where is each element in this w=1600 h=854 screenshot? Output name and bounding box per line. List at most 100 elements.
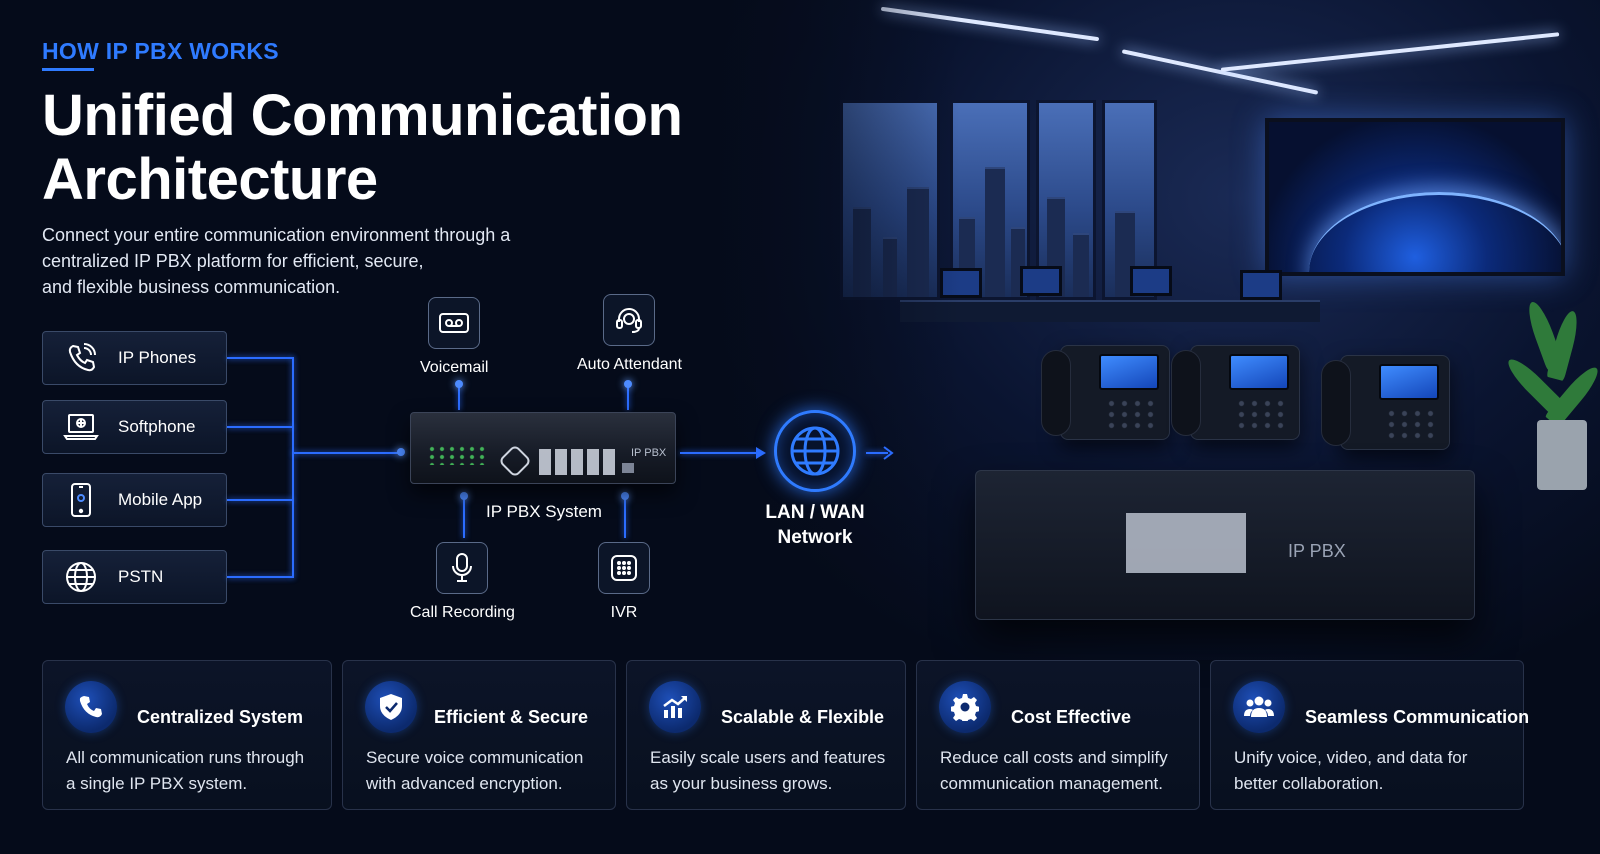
subtitle-line: and flexible business communication.	[42, 277, 341, 297]
feature-description-line: All communication runs through	[66, 748, 305, 767]
feature-description-line: Reduce call costs and simplify	[940, 748, 1168, 767]
growth-chart-icon	[649, 681, 701, 733]
connector-node	[455, 380, 463, 388]
feature-description: Secure voice communication with advanced…	[366, 745, 636, 797]
network-globe-icon	[774, 410, 856, 492]
page-title: Unified Communication Architecture	[42, 84, 722, 212]
feature-card-cost: Cost Effective Reduce call costs and sim…	[916, 660, 1200, 810]
phone-icon	[43, 342, 118, 374]
feature-card-secure: Efficient & Secure Secure voice communic…	[342, 660, 616, 810]
feature-description-line: as your business grows.	[650, 774, 833, 793]
endpoint-label: Mobile App	[118, 490, 203, 509]
feature-title: Cost Effective	[1011, 707, 1132, 727]
feature-card-centralized: Centralized System All communication run…	[42, 660, 332, 810]
endpoint-label: Softphone	[118, 417, 196, 436]
service-ivr: IVR	[598, 542, 650, 622]
connector-line	[227, 576, 293, 578]
feature-card-seamless: Seamless Communication Unify voice, vide…	[1210, 660, 1529, 810]
shield-icon	[365, 681, 417, 733]
network-label-line: LAN / WAN	[765, 502, 865, 523]
connector-line	[463, 496, 465, 538]
service-auto-attendant: Auto Attendant	[577, 294, 682, 374]
desk-monitor	[1020, 266, 1062, 296]
keypad-icon	[598, 542, 650, 594]
desk-monitor	[1240, 270, 1282, 300]
users-icon	[1233, 681, 1285, 733]
endpoint-softphone: Softphone	[42, 400, 227, 454]
arrow-right-icon	[880, 445, 896, 466]
gear-icon	[939, 681, 991, 733]
feature-title: Centralized System	[137, 707, 304, 727]
subtitle-line: Connect your entire communication enviro…	[42, 225, 511, 245]
feature-description-line: better collaboration.	[1234, 774, 1384, 793]
connector-line	[627, 384, 629, 410]
service-label: Auto Attendant	[577, 356, 682, 373]
arrow-right-icon	[756, 447, 766, 459]
feature-description: Reduce call costs and simplify communica…	[940, 745, 1210, 797]
wall-display	[1265, 118, 1565, 276]
endpoint-label: IP Phones	[118, 348, 197, 367]
voicemail-icon	[428, 297, 481, 349]
connector-line	[292, 357, 294, 578]
feature-description: Easily scale users and features as your …	[650, 745, 920, 797]
feature-description-line: Unify voice, video, and data for	[1234, 748, 1468, 767]
page-title-line: Unified Communication	[42, 83, 683, 148]
connector-node	[460, 492, 468, 500]
eyebrow-underline	[42, 68, 94, 71]
service-voicemail: Voicemail	[420, 297, 488, 377]
service-label: IVR	[610, 604, 638, 621]
feature-description-line: Easily scale users and features	[650, 748, 886, 767]
eyebrow-label: HOW IP PBX WORKS	[42, 38, 279, 64]
desk-phone-device	[1041, 345, 1170, 440]
desk-phone-device	[1321, 355, 1450, 450]
connector-line	[292, 452, 402, 454]
feature-title: Efficient & Secure	[434, 707, 589, 727]
globe-icon	[43, 560, 118, 594]
network-label-line: Network	[777, 527, 853, 548]
service-label: Call Recording	[410, 604, 515, 621]
laptop-icon	[43, 412, 118, 442]
connector-line	[227, 426, 293, 428]
connector-node	[624, 380, 632, 388]
desk-monitor	[1130, 266, 1172, 296]
desk-phone-device	[1171, 345, 1300, 440]
office-desk	[900, 300, 1320, 322]
page-subtitle: Connect your entire communication enviro…	[42, 222, 562, 300]
connector-line	[458, 384, 460, 410]
feature-title: Scalable & Flexible	[721, 707, 885, 727]
pbx-caption: IP PBX System	[486, 502, 602, 521]
endpoint-pstn: PSTN	[42, 550, 227, 604]
network-label: LAN / WAN Network	[752, 500, 878, 550]
connector-node	[397, 448, 405, 456]
pbx-hardware-photo: IP PBX	[975, 470, 1475, 620]
mobile-icon	[43, 482, 118, 518]
connector-line	[680, 452, 760, 454]
endpoint-label: PSTN	[118, 567, 164, 586]
pbx-logo-icon	[498, 444, 532, 478]
connector-node	[621, 492, 629, 500]
endpoint-ip-phones: IP Phones	[42, 331, 227, 385]
microphone-icon	[436, 542, 489, 594]
page-title-line: Architecture	[42, 147, 378, 212]
pbx-hardware-label: IP PBX	[1288, 541, 1346, 561]
ceiling-light	[1121, 49, 1319, 95]
connector-line	[227, 357, 293, 359]
office-plant	[1502, 299, 1600, 490]
feature-card-scalable: Scalable & Flexible Easily scale users a…	[626, 660, 906, 810]
service-call-recording: Call Recording	[410, 542, 515, 622]
subtitle-line: centralized IP PBX platform for efficien…	[42, 251, 424, 271]
feature-description: Unify voice, video, and data for better …	[1234, 745, 1504, 797]
feature-description: All communication runs through a single …	[66, 745, 336, 797]
feature-description-line: communication management.	[940, 774, 1164, 793]
service-label: Voicemail	[420, 359, 489, 376]
feature-description-line: a single IP PBX system.	[66, 774, 248, 793]
phone-icon	[65, 681, 117, 733]
connector-line	[227, 499, 293, 501]
connector-line	[866, 452, 888, 454]
ceiling-light	[1220, 32, 1560, 72]
scene-gradient	[700, 0, 960, 660]
headset-icon	[603, 294, 656, 346]
ip-pbx-device: IP PBX	[410, 412, 676, 484]
pbx-device-tag: IP PBX	[631, 447, 667, 459]
feature-description-line: with advanced encryption.	[366, 774, 563, 793]
